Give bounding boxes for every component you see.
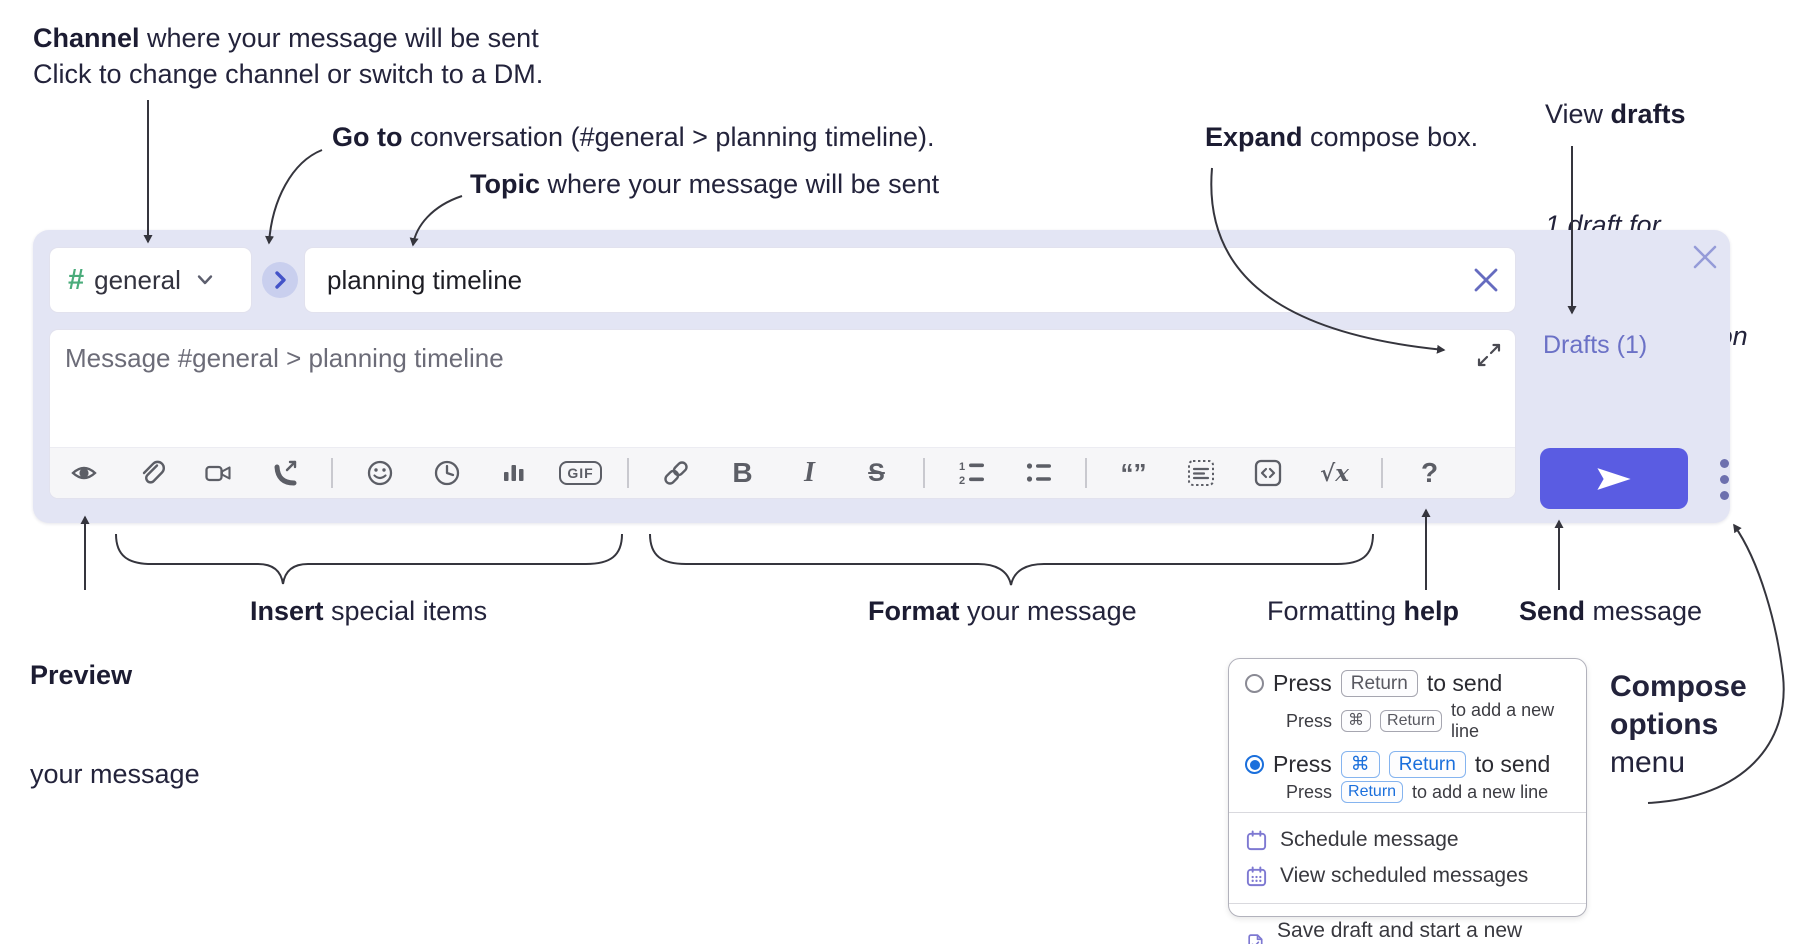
expand-compose-icon[interactable] <box>1475 341 1503 369</box>
brace-format <box>649 533 1374 586</box>
message-input[interactable]: Message #general > planning timeline <box>49 329 1516 499</box>
menu-divider <box>1229 812 1586 813</box>
annotation-expand: Expand compose box. <box>1205 122 1479 152</box>
save-draft-icon <box>1248 933 1263 944</box>
compose-options-menu: Press Return to send Press ⌘ Return to a… <box>1228 658 1587 944</box>
recent-clock-icon[interactable] <box>426 453 467 494</box>
send-plane-icon <box>1597 467 1631 490</box>
strikethrough-icon[interactable]: S <box>868 458 885 487</box>
annotation-format: Format your message <box>868 596 1137 626</box>
annotation-formatting-help: Formatting help <box>1267 596 1460 626</box>
topic-input[interactable]: planning timeline <box>304 247 1516 313</box>
brace-insert <box>115 533 623 585</box>
toolbar-divider <box>1085 458 1087 488</box>
option-cmd-return-to-send-sub: Press Return to add a new line <box>1286 781 1549 803</box>
toolbar-divider <box>331 458 333 488</box>
bold-icon[interactable]: B <box>732 457 753 488</box>
link-icon[interactable] <box>655 453 696 494</box>
italic-icon[interactable]: I <box>804 457 815 488</box>
menu-divider <box>1229 903 1586 904</box>
svg-text:2: 2 <box>959 475 965 487</box>
menu-item-schedule-message[interactable]: Schedule message <box>1229 822 1586 858</box>
annotation-send: Send message <box>1519 596 1703 626</box>
toolbar-divider <box>923 458 925 488</box>
option-return-to-send[interactable]: Press Return to send <box>1229 670 1586 697</box>
chevron-down-icon <box>197 275 213 285</box>
calendar-grid-icon <box>1246 865 1267 886</box>
compose-options-kebab-icon[interactable] <box>1707 453 1741 505</box>
formula-icon[interactable]: √x <box>1320 459 1349 487</box>
channel-name: general <box>94 264 181 295</box>
channel-hash-icon: # <box>68 263 85 296</box>
annotation-compose-options: Compose options menu <box>1610 670 1747 779</box>
clear-topic-icon[interactable] <box>1473 267 1499 293</box>
toolbar-divider <box>627 458 629 488</box>
formatting-help-icon[interactable]: ? <box>1420 457 1439 488</box>
chevron-right-icon <box>275 271 286 289</box>
annotation-topic: Topic where your message will be sent <box>470 169 940 199</box>
bulleted-list-icon[interactable] <box>1018 453 1059 494</box>
calendar-icon <box>1246 829 1267 850</box>
annotation-insert: Insert special items <box>250 596 488 626</box>
go-to-conversation-button[interactable] <box>262 262 298 298</box>
annotation-goto: Go to conversation (#general > planning … <box>332 122 935 152</box>
audio-call-icon[interactable] <box>264 453 305 494</box>
video-icon[interactable] <box>197 453 238 494</box>
option-return-to-send-sub: Press ⌘ Return to add a new line <box>1286 700 1555 741</box>
gif-icon[interactable]: GIF <box>559 453 602 494</box>
option-cmd-return-to-send[interactable]: Press ⌘ Return to send <box>1229 751 1586 778</box>
drafts-link[interactable]: Drafts (1) <box>1543 331 1648 359</box>
preview-eye-icon[interactable] <box>63 453 104 494</box>
annotation-preview: Preview your message <box>30 660 200 789</box>
radio-selected[interactable] <box>1245 755 1264 774</box>
message-placeholder: Message #general > planning timeline <box>65 343 504 373</box>
blockquote-icon[interactable]: “” <box>1120 457 1147 488</box>
code-block-icon[interactable] <box>1180 453 1221 494</box>
annotation-channel: Channel where your message will be sent <box>33 23 539 53</box>
toolbar-divider <box>1381 458 1383 488</box>
radio-unselected[interactable] <box>1245 674 1264 693</box>
emoji-icon[interactable] <box>359 453 400 494</box>
close-icon[interactable] <box>1692 244 1718 270</box>
send-button[interactable] <box>1540 448 1688 509</box>
poll-bars-icon[interactable] <box>493 453 534 494</box>
attach-paperclip-icon[interactable] <box>130 453 171 494</box>
menu-item-save-draft[interactable]: Save draft and start a new message <box>1229 913 1586 944</box>
menu-item-view-scheduled[interactable]: View scheduled messages <box>1229 858 1586 894</box>
svg-text:1: 1 <box>959 461 965 473</box>
annotation-channel-sub: Click to change channel or switch to a D… <box>33 59 544 89</box>
compose-box: # general planning timeline Drafts (1) <box>33 230 1730 523</box>
channel-selector[interactable]: # general <box>49 247 252 313</box>
topic-value: planning timeline <box>327 264 523 295</box>
inline-code-icon[interactable] <box>1247 453 1288 494</box>
